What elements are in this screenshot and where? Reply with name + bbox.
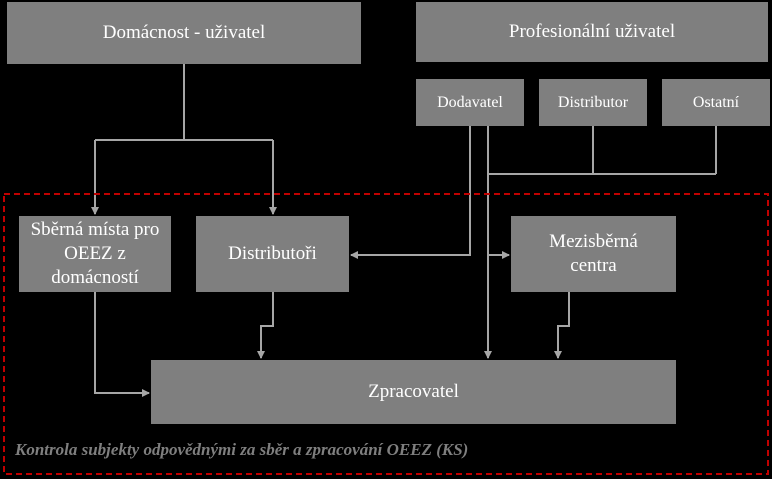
supplier-label: Dodavatel	[437, 93, 503, 111]
arrow-distributors-processor	[257, 292, 274, 359]
intermediate-centers-box: Mezisběrná centra	[511, 216, 676, 292]
professional-user-box: Profesionální uživatel	[416, 2, 768, 62]
processor-box: Zpracovatel	[151, 360, 676, 424]
distributors-box: Distributoři	[196, 216, 349, 292]
household-user-label: Domácnost - uživatel	[102, 22, 266, 43]
distributor-box: Distributor	[539, 79, 647, 126]
other-label: Ostatní	[692, 93, 740, 111]
professional-user-label: Profesionální uživatel	[508, 21, 676, 42]
arrow-collection-processor	[94, 292, 150, 397]
other-box: Ostatní	[662, 79, 770, 126]
arrow-intermediate-processor	[554, 292, 570, 359]
collection-points-label: Sběrná místa pro OEEZ z domácností	[30, 219, 160, 288]
processor-label: Zpracovatel	[368, 381, 459, 402]
supplier-box: Dodavatel	[416, 79, 524, 126]
intermediate-centers-label: Mezisběrná centra	[549, 231, 638, 276]
collection-points-box: Sběrná místa pro OEEZ z domácností	[19, 216, 171, 292]
distributor-label: Distributor	[557, 93, 629, 111]
distributors-label: Distributoři	[228, 243, 317, 264]
control-scope-border	[3, 193, 769, 475]
control-scope-caption: Kontrola subjekty odpovědnými za sběr a …	[15, 440, 469, 459]
household-user-box: Domácnost - uživatel	[7, 2, 361, 64]
arrow-supplier-distributors	[350, 126, 471, 259]
